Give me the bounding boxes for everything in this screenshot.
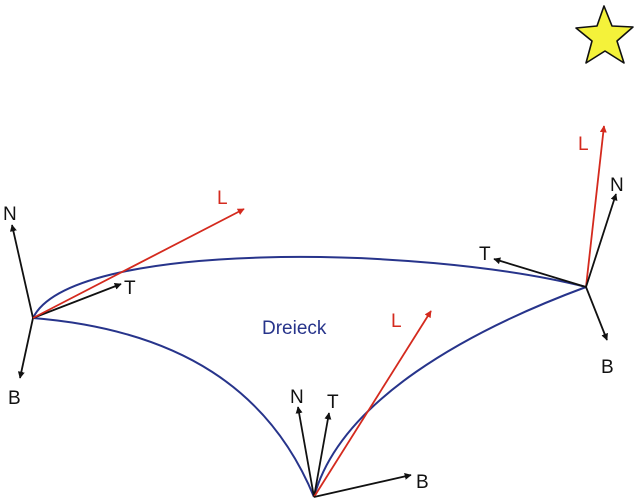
left-light-arrow [32, 208, 245, 319]
right-vertex-vectors [493, 125, 618, 341]
curved-triangle [32, 255, 587, 498]
bottom-tangent-arrow [313, 412, 332, 498]
left-binormal-label: B [8, 388, 21, 409]
right-binormal-label: B [601, 357, 614, 378]
bottom-vertex-vectors [295, 310, 432, 498]
right-binormal-arrow [585, 286, 608, 341]
left-binormal-arrow [17, 317, 34, 379]
bottom-normal-label: N [290, 387, 304, 408]
right-normal-arrow [585, 193, 618, 288]
triangle-label: Dreieck [262, 318, 327, 339]
bottom-binormal-arrow [313, 472, 412, 498]
bottom-light-label: L [391, 311, 402, 332]
bottom-light-arrow [313, 310, 432, 498]
right-light-label: L [578, 134, 589, 155]
left-tangent-arrow [32, 283, 122, 319]
right-tangent-label: T [479, 244, 491, 265]
bottom-normal-arrow [295, 406, 315, 498]
bottom-tangent-label: T [327, 392, 339, 413]
right-light-arrow [585, 125, 607, 288]
left-light-label: L [217, 188, 228, 209]
left-normal-label: N [3, 204, 17, 225]
left-normal-arrow [9, 224, 34, 319]
right-tangent-arrow [493, 257, 587, 288]
triangle-edge-top [32, 255, 587, 319]
triangle-edge-right [313, 286, 587, 498]
bottom-binormal-label: B [416, 472, 429, 493]
right-normal-label: N [610, 175, 624, 196]
left-vertex-vectors [9, 208, 245, 379]
left-tangent-label: T [124, 278, 136, 299]
triangle-edge-left [32, 317, 315, 498]
star-icon [575, 5, 634, 64]
